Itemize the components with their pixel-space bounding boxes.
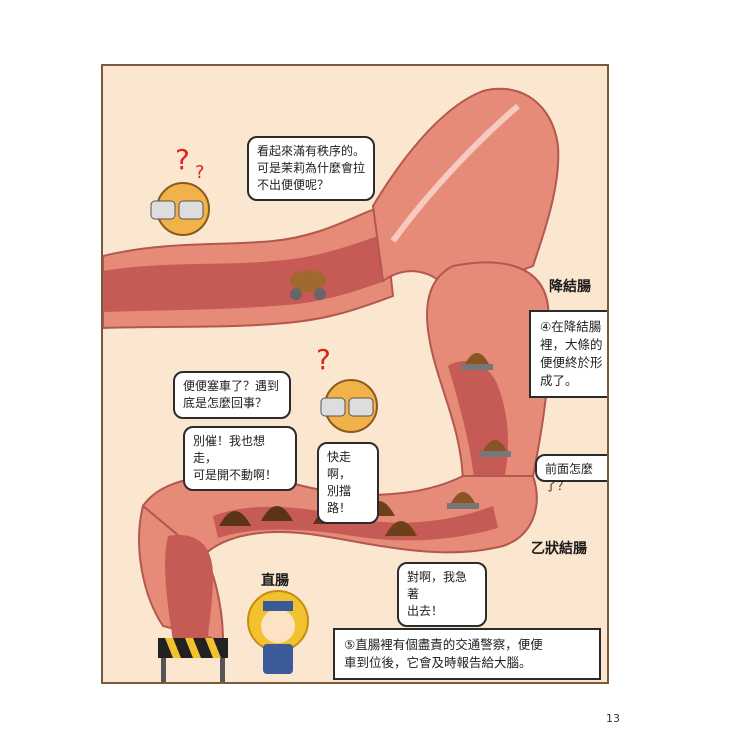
germ-character [150,182,210,236]
page-number: 13 [606,712,620,725]
poop-car [461,353,493,370]
question-mark-icon: ? [316,343,331,376]
speech-bubble-jam: 便便塞車了？遇到 底是怎麼回事？ [173,371,291,419]
speech-bubble-eager: 對啊，我急著 出去！ [397,562,487,627]
barrier-stripes [165,638,221,658]
poop-car [447,492,479,509]
poop-car [290,270,326,300]
question-mark-icon: ? [195,162,205,183]
label-descending-colon: 降結腸 [549,279,591,295]
traffic-police-character [247,590,309,674]
splenic-flexure [371,87,560,298]
question-mark-icon: ? [175,143,190,176]
label-rectum: 直腸 [261,573,289,589]
comic-panel: ? ? ? 看起來滿有秩序的。 可是茉莉為什麼會拉 不出便便呢？ 便便塞車了？遇… [101,64,609,684]
speech-bubble-dont-rush: 別催！我也想走， 可是開不動啊！ [183,426,297,491]
descending-colon-lumen [448,361,508,491]
note-step-4: ④在降結腸 裡，大條的 便便終於形 成了。 [529,310,607,398]
speech-bubble-hurry: 快走啊， 別擋路！ [317,442,379,524]
label-sigmoid-colon: 乙狀結腸 [531,541,587,557]
colon-stripe [390,103,520,243]
germ-character [320,379,378,433]
speech-bubble-ahead: 前面怎麼了？ [535,454,607,493]
speech-bubble-orderly: 看起來滿有秩序的。 可是茉莉為什麼會拉 不出便便呢？ [247,136,375,201]
poop-car [479,440,511,457]
rectum-lumen [165,535,213,641]
note-step-5: ⑤直腸裡有個盡責的交通警察，便便 車到位後，它會及時報告給大腦。 [333,628,601,680]
